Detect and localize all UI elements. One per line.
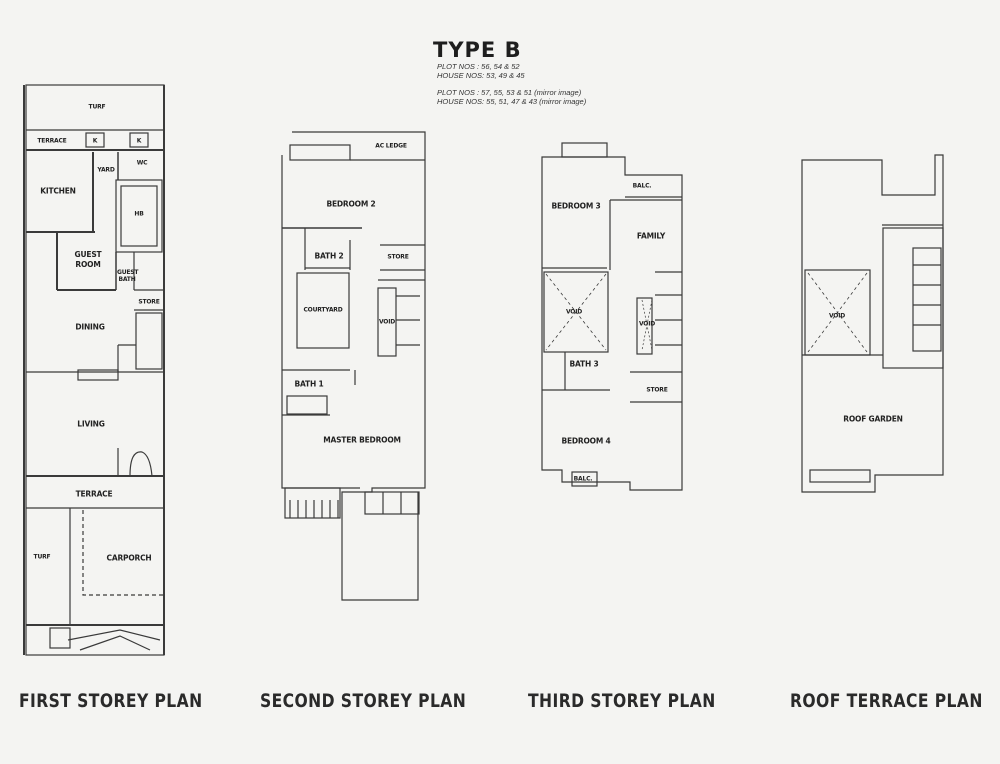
- room-void-3f-a: VOID: [565, 308, 583, 316]
- house-nos-mirror-line: HOUSE NOS: 55, 51, 47 & 43 (mirror image…: [437, 97, 587, 106]
- room-k-1: K: [92, 137, 98, 145]
- room-living: LIVING: [77, 419, 105, 429]
- room-bedroom-2: BEDROOM 2: [326, 199, 376, 209]
- room-store-1f: STORE: [138, 298, 160, 306]
- room-bath-1: BATH 1: [294, 379, 324, 389]
- first-storey-plan-lines: [23, 84, 165, 656]
- room-void-2f: VOID: [378, 318, 396, 326]
- room-wc: WC: [136, 159, 148, 167]
- room-kitchen: KITCHEN: [40, 186, 76, 196]
- room-yard: YARD: [97, 166, 115, 174]
- room-void-roof: VOID: [828, 312, 846, 320]
- plot-nos-line: PLOT NOS : 56, 54 & 52: [437, 62, 520, 71]
- room-bedroom-3: BEDROOM 3: [551, 201, 601, 211]
- room-terrace-front: TERRACE: [75, 489, 113, 499]
- room-balc-front: BALC.: [573, 475, 593, 483]
- second-storey-plan-title: SECOND STOREY PLAN: [260, 690, 467, 712]
- roof-terrace-plan-lines: [801, 154, 944, 493]
- room-store-3f: STORE: [646, 386, 668, 394]
- room-bath-2: BATH 2: [314, 251, 344, 261]
- room-guest-room: GUEST ROOM: [74, 250, 102, 269]
- room-k-2: K: [136, 137, 142, 145]
- room-family: FAMILY: [636, 231, 666, 241]
- room-store-2f: STORE: [387, 253, 409, 261]
- room-turf-front: TURF: [33, 553, 51, 561]
- room-courtyard: COURTYARD: [303, 306, 343, 314]
- roof-terrace-plan-title: ROOF TERRACE PLAN: [790, 690, 983, 712]
- plan-type-title: TYPE B: [433, 38, 522, 62]
- room-dining: DINING: [75, 322, 105, 332]
- room-balc-rear: BALC.: [632, 182, 652, 190]
- third-storey-plan-title: THIRD STOREY PLAN: [528, 690, 716, 712]
- room-ac-ledge: AC LEDGE: [375, 142, 407, 150]
- room-bedroom-4: BEDROOM 4: [561, 436, 611, 446]
- house-nos-line: HOUSE NOS: 53, 49 & 45: [437, 71, 525, 80]
- room-void-3f-b: VOID: [638, 320, 656, 328]
- room-terrace-rear: TERRACE: [37, 137, 67, 145]
- first-storey-plan-title: FIRST STOREY PLAN: [19, 690, 203, 712]
- third-storey-plan-lines: [541, 142, 683, 491]
- room-hb: HB: [134, 210, 144, 218]
- room-turf-rear: TURF: [88, 103, 106, 111]
- plot-nos-mirror-line: PLOT NOS : 57, 55, 53 & 51 (mirror image…: [437, 88, 582, 97]
- room-roof-garden: ROOF GARDEN: [843, 414, 903, 424]
- room-master-bedroom: MASTER BEDROOM: [323, 435, 401, 445]
- room-bath-3: BATH 3: [569, 359, 599, 369]
- room-carporch: CARPORCH: [106, 553, 152, 563]
- second-storey-plan-lines: [281, 131, 426, 601]
- room-guest-bath: GUEST BATH: [117, 269, 139, 283]
